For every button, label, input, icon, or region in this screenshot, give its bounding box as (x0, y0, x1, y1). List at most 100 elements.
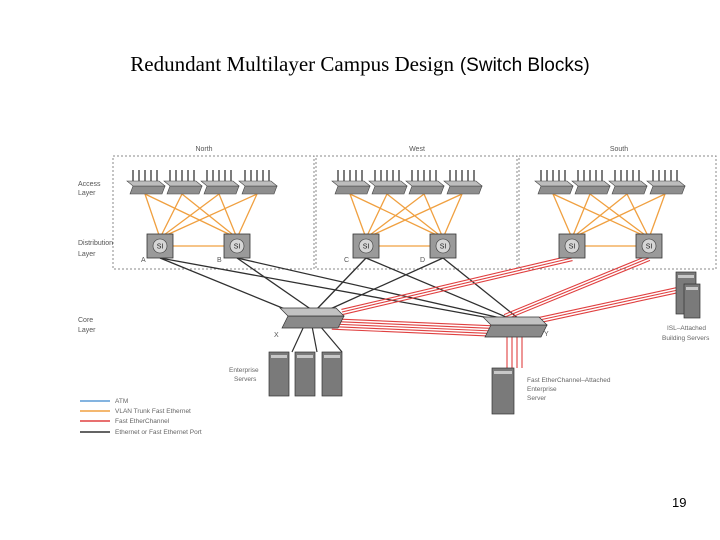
trunk-link-0-3-1 (236, 193, 258, 239)
access-switch-top-2-2 (608, 180, 648, 187)
fec-x-c-1 (341, 257, 573, 313)
access-switch-top-0-2 (200, 180, 240, 187)
fec-y-d-0 (503, 255, 649, 316)
access-switch-2-0 (537, 185, 574, 195)
core-label-x: X (274, 332, 279, 339)
access-switch-top-0-1 (163, 180, 203, 187)
legend-label-vlan-trunk: VLAN Trunk Fast Ethernet (115, 408, 191, 415)
trunk-link-1-0-0 (349, 193, 367, 239)
ethernet-link-5 (327, 257, 444, 311)
trunk-link-2-3-1 (648, 193, 666, 239)
fec-x-c-2 (342, 259, 573, 316)
ethernet-link-2 (159, 257, 496, 320)
slide-title: Redundant Multilayer Campus Design (Swit… (0, 52, 720, 77)
enterprise-server-3 (321, 351, 343, 397)
trunk-link-0-3-0 (159, 193, 258, 239)
core-switches (279, 307, 548, 338)
fec-y-isl-0 (534, 286, 678, 319)
layer-label-core: Core Layer (78, 317, 96, 334)
block-label-north: North (195, 146, 212, 153)
isl-attached-server-2-bay (686, 287, 698, 290)
ethernet-link-0 (159, 257, 303, 317)
trunk-link-1-2-0 (365, 193, 425, 239)
trunk-link-1-1-0 (365, 193, 388, 239)
access-switches (126, 170, 686, 195)
legend-label-atm: ATM (115, 398, 128, 405)
server-link-0 (291, 325, 305, 353)
isl-attached-server-2 (683, 283, 701, 319)
access-switch-1-0 (334, 185, 371, 195)
switch-block-west (315, 155, 518, 270)
access-switch-top-2-3 (646, 180, 686, 187)
fec-core-0 (332, 318, 494, 327)
isl-attached-servers-label: ISL–Attached Building Servers (662, 325, 710, 342)
dist-switch-badge-0-1: SI (234, 244, 241, 251)
dist-switch-face-1-0 (358, 238, 374, 254)
dist-switch-badge-0-0: SI (157, 244, 164, 251)
block-label-west: West (409, 146, 425, 153)
fec-attached-server (491, 367, 515, 415)
dist-switch-face-0-0 (152, 238, 168, 254)
trunk-link-2-3-0 (571, 193, 666, 239)
dist-switch-face-0-1 (229, 238, 245, 254)
ethernet-link-7 (442, 257, 520, 320)
server-units (268, 271, 701, 415)
access-switch-0-1 (166, 185, 203, 195)
access-switch-0-0 (129, 185, 166, 195)
enterprise-server-1 (268, 351, 290, 397)
fec-y-d-1 (504, 257, 650, 318)
access-switch-top-1-3 (443, 180, 483, 187)
fec-core-2 (331, 323, 494, 332)
access-switch-top-2-1 (571, 180, 611, 187)
ethernet-link-6 (365, 257, 512, 320)
enterprise-servers-label: Enterprise Servers (229, 367, 260, 383)
access-switch-2-3 (649, 185, 686, 195)
dist-switch-face-1-1 (435, 238, 451, 254)
title-main: Redundant Multilayer Campus Design (130, 52, 454, 76)
enterprise-server-3-bay (324, 355, 340, 358)
fec-attached-server-label: Fast EtherChannel–Attached Enterprise Se… (527, 377, 612, 402)
trunk-link-1-2-1 (423, 193, 444, 239)
legend: ATM VLAN Trunk Fast Ethernet Fast EtherC… (80, 398, 202, 436)
access-switch-top-0-0 (126, 180, 166, 187)
trunk-link-1-3-1 (442, 193, 463, 239)
core-switch-x (281, 315, 345, 329)
dist-switch-badge-2-1: SI (646, 244, 653, 251)
layer-label-distribution: Distribution Layer (78, 240, 115, 258)
legend-label-fast-etherchannel: Fast EtherChannel (115, 418, 170, 425)
access-switch-2-2 (611, 185, 648, 195)
core-switch-y (484, 324, 548, 338)
ethernet-link-3 (236, 257, 506, 320)
fec-core-1 (332, 320, 494, 329)
isl-attached-server-1-bay (678, 275, 694, 278)
access-switch-1-2 (408, 185, 445, 195)
core-label-y: Y (544, 331, 549, 338)
trunk-link-2-2-0 (571, 193, 628, 239)
dist-label-a: A (141, 257, 146, 264)
access-switch-1-3 (446, 185, 483, 195)
trunk-link-1-3-0 (365, 193, 463, 239)
dist-label-c: C (344, 257, 349, 264)
enterprise-server-2-bay (297, 355, 313, 358)
enterprise-server-1-bay (271, 355, 287, 358)
server-link-1 (311, 325, 318, 353)
dist-switch-face-2-0 (564, 238, 580, 254)
ethernet-link-4 (315, 257, 367, 311)
dist-switch-0-0 (146, 233, 174, 259)
dist-switch-badge-1-1: SI (440, 244, 447, 251)
layer-label-access: Access Layer (78, 181, 103, 197)
dist-label-d: D (420, 257, 425, 264)
fec-core-4 (331, 328, 493, 337)
access-switch-top-1-1 (368, 180, 408, 187)
enterprise-server-2 (294, 351, 316, 397)
trunk-link-0-2-1 (218, 193, 238, 239)
block-label-south: South (610, 146, 628, 153)
trunk-link-2-0-1 (552, 193, 650, 239)
fec-core-3 (331, 326, 493, 335)
fec-attached-server-bay (494, 371, 512, 374)
trunk-link-0-0-1 (144, 193, 238, 239)
access-switch-1-1 (371, 185, 408, 195)
fec-y-isl-2 (535, 292, 679, 325)
